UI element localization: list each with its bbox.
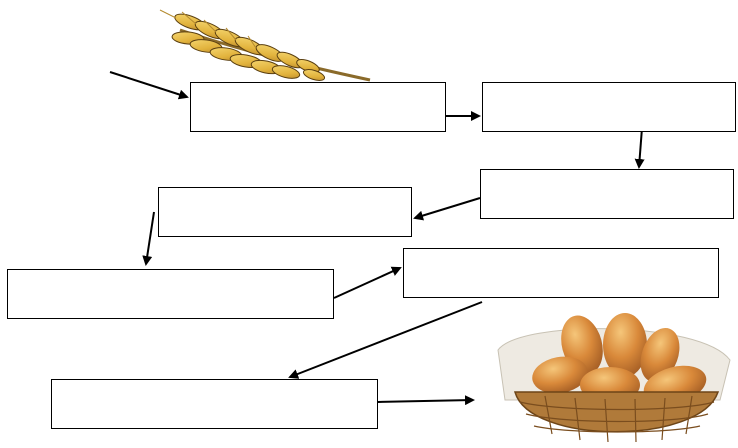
flow-box-5 bbox=[7, 269, 334, 319]
flow-arrows bbox=[109, 71, 645, 406]
arrow-b5-b6 bbox=[333, 266, 402, 299]
arrow-b7-bread bbox=[377, 395, 475, 406]
flow-box-4 bbox=[158, 187, 412, 237]
flow-box-6 bbox=[403, 248, 719, 298]
arrow-entry bbox=[109, 71, 189, 100]
arrow-b2-b3 bbox=[634, 127, 645, 169]
arrow-b3-b4 bbox=[413, 197, 481, 221]
flow-box-7 bbox=[51, 379, 378, 429]
flow-box-2 bbox=[482, 82, 736, 132]
arrow-b4-b5 bbox=[142, 211, 155, 266]
arrow-b6-b7 bbox=[288, 301, 483, 379]
wheat-ear-icon bbox=[159, 9, 371, 82]
flow-box-3 bbox=[480, 169, 734, 219]
bread-basket-icon bbox=[497, 313, 731, 443]
flow-box-1 bbox=[190, 82, 446, 132]
